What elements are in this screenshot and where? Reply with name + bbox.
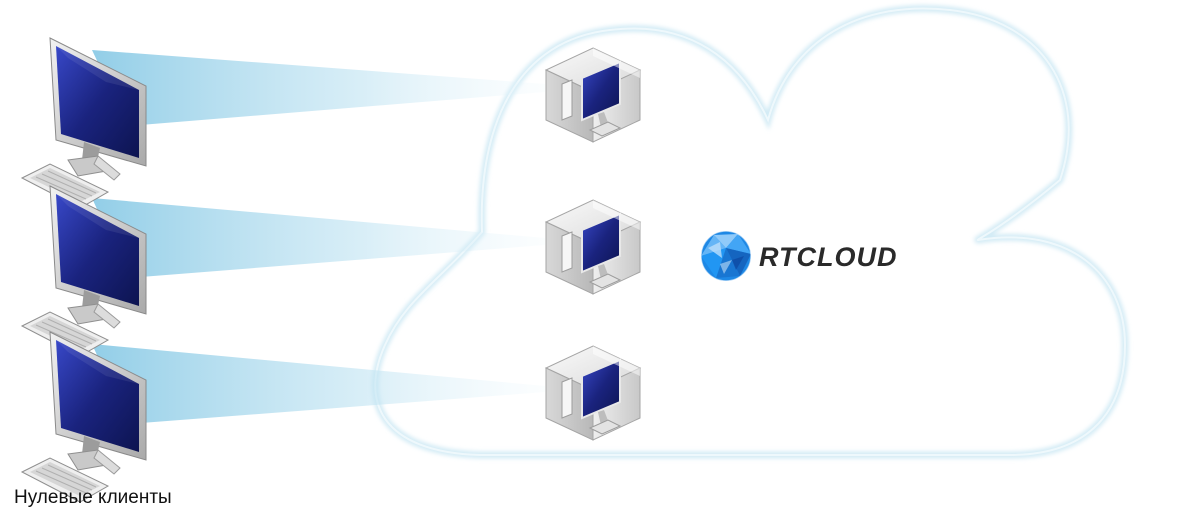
- virtual-machine-1: [545, 47, 641, 143]
- connection-beam: [92, 344, 545, 424]
- connection-beam: [92, 50, 545, 126]
- virtual-machine-3: [545, 345, 641, 441]
- cloud-outline: [371, 5, 1129, 459]
- crystal-ball-icon: [700, 230, 752, 282]
- connection-beam: [92, 198, 545, 278]
- virtual-machine-cube-icon: [545, 47, 641, 143]
- virtual-machine-cube-icon: [545, 199, 641, 295]
- virtual-machine-cube-icon: [545, 345, 641, 441]
- connection-beams: [92, 50, 545, 424]
- clients-caption: Нулевые клиенты: [14, 487, 172, 508]
- brand-name: RTCLOUD: [759, 242, 898, 272]
- rtcloud-logo: RTCLOUD: [700, 230, 898, 282]
- virtual-machine-2: [545, 199, 641, 295]
